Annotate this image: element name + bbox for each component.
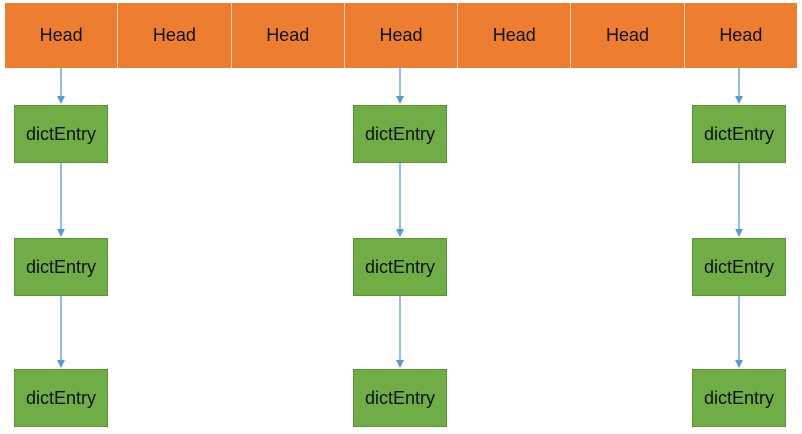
dict-entry-chain1-2: dictEntry [353, 238, 447, 296]
dict-entry-chain0-3: dictEntry [14, 369, 108, 427]
hash-bucket-array: Head Head Head Head Head Head Head [5, 3, 797, 68]
bucket-head-3: Head [344, 3, 459, 68]
dict-entry-chain1-1: dictEntry [353, 105, 447, 163]
dict-entry-chain2-3: dictEntry [692, 369, 786, 427]
bucket-head-6: Head [684, 3, 797, 68]
bucket-head-2: Head [231, 3, 345, 68]
bucket-head-4: Head [458, 3, 572, 68]
bucket-head-1: Head [118, 3, 232, 68]
dict-entry-chain2-2: dictEntry [692, 238, 786, 296]
dict-entry-chain2-1: dictEntry [692, 105, 786, 163]
bucket-head-5: Head [571, 3, 685, 68]
dict-entry-chain0-1: dictEntry [14, 105, 108, 163]
bucket-head-0: Head [5, 3, 119, 68]
dict-entry-chain0-2: dictEntry [14, 238, 108, 296]
dict-entry-chain1-3: dictEntry [353, 369, 447, 427]
